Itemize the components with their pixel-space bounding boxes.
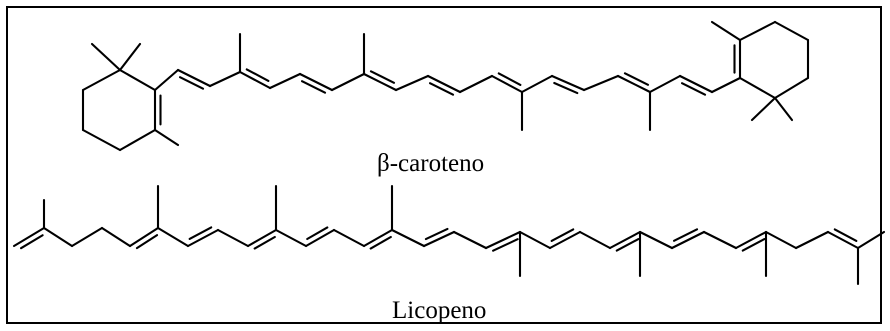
single-bond <box>268 72 302 90</box>
double-bond-inner <box>188 226 213 240</box>
single-bond <box>738 20 777 42</box>
beta-carotene-structure <box>81 20 810 152</box>
methyl-bond <box>90 42 122 72</box>
single-bond <box>394 74 430 92</box>
double-bond <box>670 230 706 250</box>
single-bond <box>216 228 250 248</box>
double-bond <box>490 74 524 94</box>
double-bond-inner <box>245 68 270 82</box>
single-bond <box>578 230 612 250</box>
single-bond <box>710 76 742 94</box>
double-bond-inner <box>615 238 640 252</box>
molecule-label-beta-carotene: β-caroteno <box>377 150 484 177</box>
single-bond <box>274 228 308 248</box>
single-bond <box>638 230 674 250</box>
double-bond-inner <box>178 76 205 90</box>
single-bond <box>118 68 157 92</box>
double-bond-inner <box>135 234 159 250</box>
double-bond-inner <box>306 226 329 241</box>
single-bond <box>42 226 74 248</box>
double-bond <box>186 228 220 248</box>
double-bond <box>238 70 272 90</box>
double-bond-inner <box>741 238 766 252</box>
single-bond <box>330 72 366 92</box>
double-bond <box>678 74 714 94</box>
single-bond <box>582 74 620 92</box>
double-bond-inner <box>369 70 396 84</box>
double-bond <box>128 226 160 248</box>
double-bond-inner <box>497 72 522 86</box>
methyl-bond <box>710 20 742 42</box>
double-bond <box>422 230 456 248</box>
double-bond <box>826 230 860 250</box>
double-bond-inner <box>369 235 392 250</box>
single-bond <box>100 226 132 248</box>
lycopene-structure <box>12 184 886 286</box>
single-bond <box>738 76 777 100</box>
double-bond <box>304 228 336 248</box>
double-bond <box>246 228 278 248</box>
single-bond <box>520 74 554 94</box>
double-bond-inner <box>428 82 455 96</box>
double-bond <box>616 74 652 94</box>
double-bond <box>550 74 586 92</box>
single-bond <box>153 68 180 92</box>
single-bond <box>458 74 494 94</box>
double-bond-inner <box>672 228 699 242</box>
double-bond-inner <box>833 228 858 242</box>
single-bond <box>70 226 104 248</box>
methyl-bond <box>773 96 794 122</box>
double-bond-inner <box>19 234 44 250</box>
single-bond <box>81 68 122 92</box>
single-bond <box>764 230 798 250</box>
double-bond <box>176 68 212 88</box>
double-bond-inner <box>623 72 650 86</box>
double-bond-inner <box>553 81 579 95</box>
methyl-bond <box>118 42 142 72</box>
molecule-label-lycopene: Licopeno <box>392 297 486 324</box>
single-bond <box>518 230 552 250</box>
single-bond <box>856 230 886 250</box>
single-bond <box>118 128 157 152</box>
double-bond <box>608 230 642 250</box>
double-bond-inner <box>680 82 707 96</box>
single-bond <box>390 228 426 248</box>
methyl-bond <box>750 96 777 122</box>
single-bond <box>332 228 366 248</box>
double-bond <box>548 230 582 250</box>
single-bond <box>773 76 810 100</box>
single-bond <box>773 20 810 42</box>
single-bond <box>156 226 190 248</box>
double-bond-inner <box>550 228 575 242</box>
double-bond <box>298 72 334 92</box>
double-bond <box>362 228 394 248</box>
double-bond-inner <box>253 235 276 250</box>
double-bond-inner <box>300 80 327 94</box>
single-bond <box>452 230 488 250</box>
single-bond <box>702 230 738 250</box>
single-bond <box>648 74 682 94</box>
double-bond-inner <box>424 227 449 241</box>
figure-frame <box>6 6 882 324</box>
double-bond <box>362 72 398 92</box>
double-bond-inner <box>492 238 519 252</box>
single-bond <box>81 128 122 152</box>
methyl-bond <box>153 128 180 147</box>
single-bond <box>794 230 830 250</box>
double-bond <box>734 230 768 250</box>
double-bond <box>12 226 46 248</box>
double-bond <box>426 74 462 94</box>
single-bond <box>208 70 242 88</box>
double-bond <box>484 230 522 250</box>
